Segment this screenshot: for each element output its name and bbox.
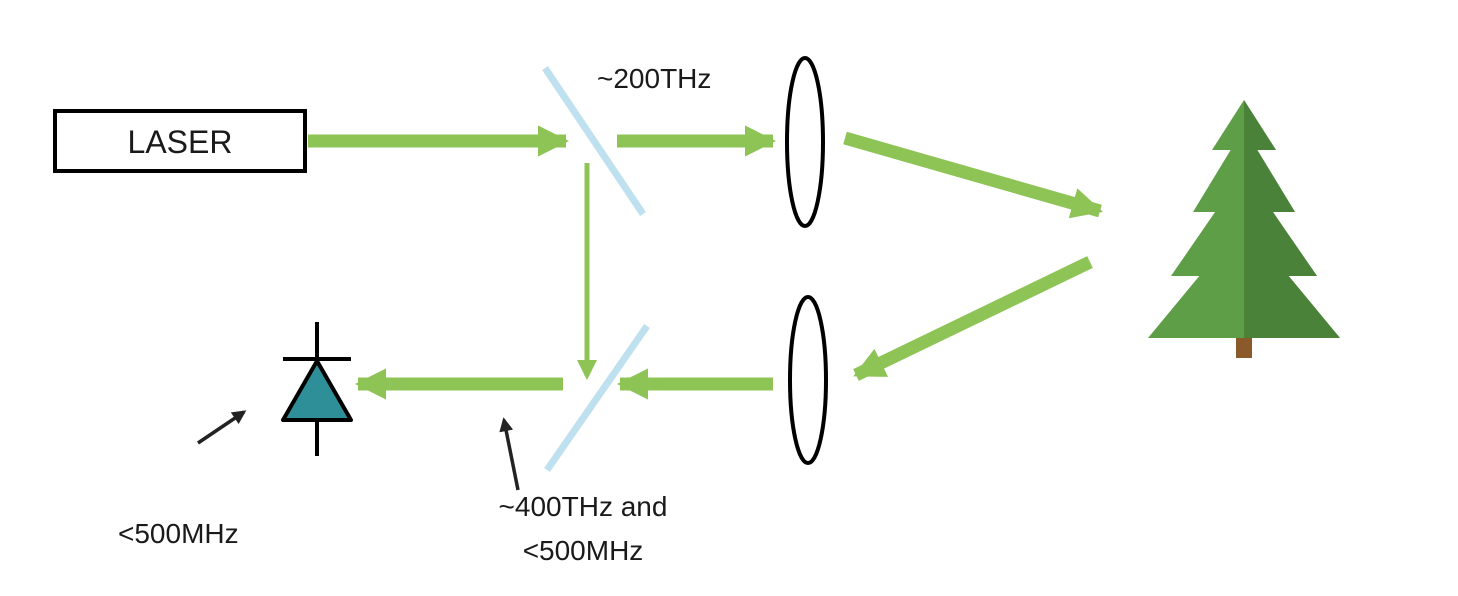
freq-mixed-label-line2: <500MHz (523, 535, 644, 566)
lens-bottom-icon (788, 295, 828, 465)
detector-pointer-arrow (197, 410, 247, 445)
freq-mixed-label-line1: ~400THz and (499, 491, 668, 522)
laser-label: LASER (128, 124, 233, 160)
laser-beams (308, 125, 1103, 400)
pine-tree-icon (1148, 100, 1340, 358)
lens-top-icon (785, 56, 825, 228)
freq-top-label: ~200THz (597, 63, 711, 94)
photodiode-icon (281, 322, 353, 456)
beam-splitter-top-icon (542, 66, 646, 216)
freq-detector-label: <500MHz (118, 518, 239, 549)
beam-lens-to-tree (843, 131, 1103, 219)
beam-splitter-bottom-icon (544, 324, 650, 472)
laser-box-icon: LASER (53, 109, 307, 173)
mixed-signal-pointer-arrow (499, 417, 520, 491)
beam-tree-to-lens (853, 256, 1093, 381)
